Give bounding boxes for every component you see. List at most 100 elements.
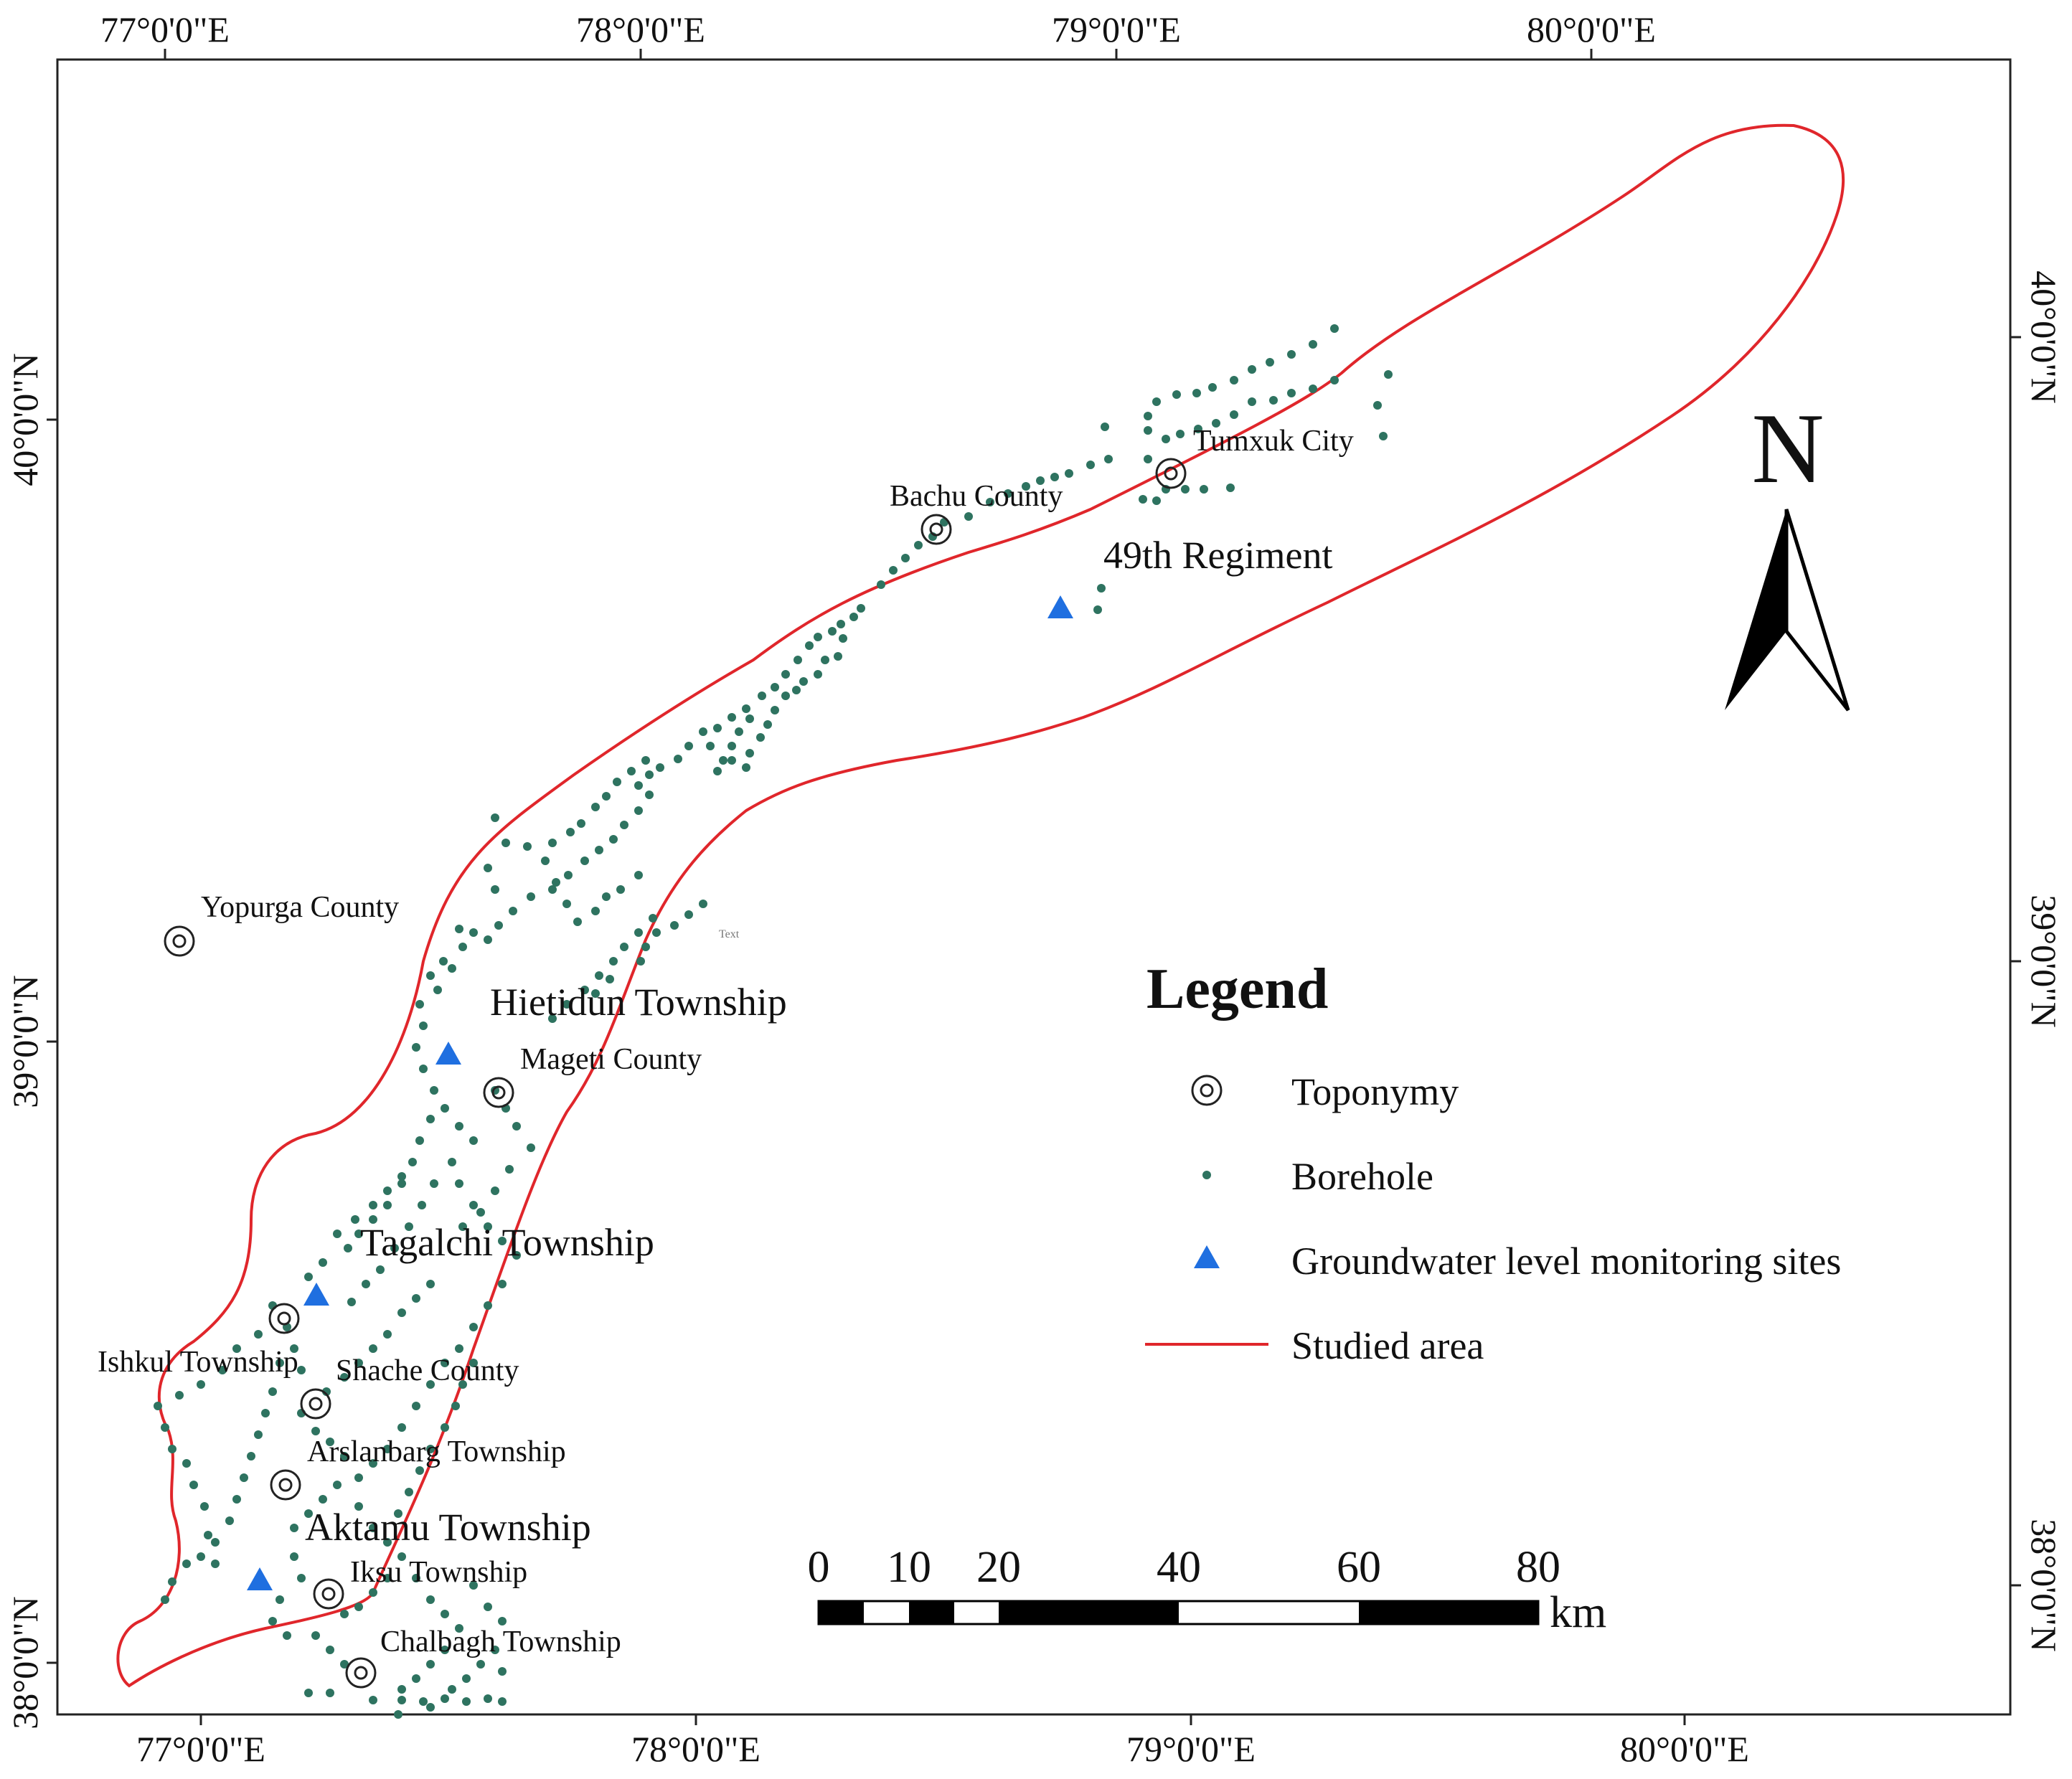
- borehole-dot: [792, 686, 801, 694]
- borehole-dot: [901, 554, 910, 562]
- borehole-dot: [340, 1452, 349, 1461]
- borehole-dot: [441, 1104, 449, 1113]
- left-lat-label: 40°0'0"N: [5, 353, 45, 486]
- borehole-dot: [756, 733, 765, 742]
- scale-label: 80: [1516, 1543, 1560, 1592]
- borehole-dot: [415, 1466, 424, 1475]
- borehole-dot: [408, 1158, 417, 1166]
- toponymy-layer: [164, 458, 1187, 1689]
- borehole-dot: [369, 1201, 377, 1209]
- borehole-dot: [484, 1603, 492, 1611]
- borehole-dot: [369, 1215, 377, 1224]
- borehole-dot: [641, 943, 650, 951]
- borehole-dot: [699, 727, 707, 736]
- borehole-dot: [418, 1201, 426, 1209]
- borehole-dot: [501, 839, 510, 847]
- borehole-dot: [1004, 489, 1012, 498]
- borehole-dot: [182, 1459, 191, 1468]
- borehole-dot: [476, 1660, 485, 1669]
- borehole-dot: [914, 541, 923, 549]
- legend-toponymy-icon: [1191, 1075, 1223, 1106]
- borehole-dot: [641, 756, 650, 765]
- borehole-dot: [430, 1179, 438, 1188]
- borehole-dot: [1093, 605, 1102, 614]
- borehole-dot: [713, 767, 722, 775]
- bottom-lon-label: 77°0'0"E: [136, 1729, 265, 1769]
- borehole-dot: [484, 1222, 492, 1231]
- borehole-dot: [839, 634, 847, 643]
- borehole-dot: [290, 1524, 298, 1532]
- borehole-dot: [645, 770, 654, 779]
- borehole-dot: [580, 986, 589, 994]
- map-frame: [56, 58, 2012, 1716]
- monitoring-layer: [247, 595, 1073, 1590]
- toponymy-chalbagh-icon: [345, 1657, 377, 1689]
- borehole-dot: [577, 819, 585, 828]
- borehole-dot: [455, 1624, 463, 1633]
- borehole-dot: [527, 1143, 535, 1152]
- borehole-dot: [527, 892, 535, 901]
- borehole-dot: [505, 1165, 514, 1174]
- borehole-dot: [397, 1172, 406, 1181]
- borehole-dot: [182, 1559, 191, 1568]
- borehole-dot: [297, 1366, 306, 1374]
- borehole-dot: [354, 1359, 363, 1367]
- borehole-dot: [794, 656, 802, 664]
- borehole-dot: [430, 1086, 438, 1095]
- borehole-dot: [340, 1660, 349, 1669]
- borehole-dot: [758, 692, 766, 700]
- borehole-dot: [412, 1574, 420, 1582]
- borehole-dot: [498, 1280, 507, 1288]
- borehole-dot: [419, 1697, 428, 1706]
- borehole-dot: [1162, 435, 1170, 443]
- borehole-dot: [670, 921, 679, 930]
- borehole-dot: [552, 878, 560, 887]
- borehole-dot: [469, 1136, 478, 1145]
- borehole-dot: [189, 1481, 198, 1489]
- borehole-dot: [889, 566, 898, 575]
- borehole-dot: [394, 1710, 402, 1719]
- borehole-dot: [616, 885, 625, 894]
- bottom-lon-label: 79°0'0"E: [1126, 1729, 1256, 1769]
- right-lat-label: 39°0'0"N: [2024, 895, 2064, 1028]
- borehole-dot: [1104, 455, 1113, 463]
- borehole-dot: [426, 1380, 435, 1389]
- borehole-dot: [627, 767, 636, 775]
- toponymy-mageti-icon: [483, 1077, 514, 1108]
- borehole-dot: [397, 1696, 406, 1704]
- borehole-dot: [394, 1509, 402, 1518]
- borehole-dot: [595, 846, 603, 854]
- borehole-dot: [837, 620, 845, 628]
- borehole-dot: [383, 1201, 392, 1209]
- borehole-dot: [340, 1373, 349, 1382]
- borehole-dot: [369, 1588, 377, 1597]
- borehole-dot: [161, 1595, 169, 1604]
- borehole-dot: [469, 928, 478, 937]
- legend-item-label: Studied area: [1291, 1324, 1484, 1367]
- borehole-dot: [484, 1301, 492, 1310]
- borehole-dot: [742, 704, 750, 713]
- borehole-dot: [491, 1186, 499, 1195]
- borehole-dot: [877, 580, 885, 589]
- borehole-dot: [354, 1473, 363, 1482]
- borehole-dot: [351, 1215, 359, 1224]
- borehole-dot: [254, 1330, 263, 1339]
- borehole-dot: [448, 1685, 456, 1694]
- borehole-dot: [1036, 476, 1045, 485]
- borehole-dot: [354, 1603, 363, 1611]
- borehole-dot: [1192, 389, 1201, 397]
- place-label: Arslanbarg Township: [307, 1435, 566, 1468]
- borehole-dot: [455, 1344, 463, 1353]
- borehole-dot: [805, 641, 814, 650]
- borehole-dot: [713, 724, 722, 732]
- right-lat-label: 40°0'0"N: [2024, 270, 2064, 404]
- bottom-lon-label: 80°0'0"E: [1620, 1729, 1749, 1769]
- stray-text-label: Text: [719, 928, 740, 940]
- borehole-dot: [1181, 485, 1190, 494]
- borehole-dot: [719, 756, 727, 765]
- borehole-dot: [397, 1308, 406, 1317]
- borehole-dot: [311, 1427, 320, 1435]
- borehole-dot: [168, 1577, 176, 1586]
- borehole-dot: [1101, 423, 1109, 431]
